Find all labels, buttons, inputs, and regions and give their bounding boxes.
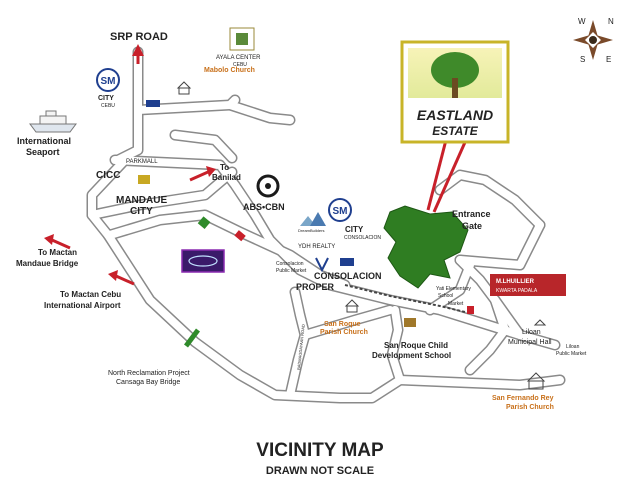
cansaga-bridge-marker	[184, 328, 200, 348]
sm-logo-text: SM	[101, 76, 116, 87]
nightlife-logo	[181, 249, 225, 273]
label-cicc: CICC	[96, 170, 120, 181]
label-dream-builders: DreamBuilders	[298, 228, 324, 233]
ayala-center-icon	[229, 27, 255, 51]
highway-marking	[344, 284, 466, 313]
sm-city-consolacion-logo: SM	[328, 198, 352, 222]
compass-w: W	[578, 17, 586, 26]
label-airport-1: To Mactan Cebu	[60, 290, 121, 299]
label-badmagdayaan: BADMAGDAYAAN ROAD	[296, 324, 306, 370]
bridge-arrow-icon	[44, 234, 71, 250]
label-to-banilad-2: Banilad	[212, 173, 241, 182]
estate-logo: EASTLAND ESTATE	[400, 40, 510, 144]
estate-pointer	[426, 139, 468, 213]
label-mactan-bridge-2: Mandaue Bridge	[16, 259, 79, 268]
label-consolacion-market-2: Public Market	[276, 268, 307, 274]
label-seaport-2: Seaport	[26, 147, 60, 157]
mlhuillier-logo: M.LHUILLIER KWARTA PADALA	[490, 274, 566, 296]
liloan-hall-icon	[533, 319, 547, 326]
school-marker	[404, 318, 416, 327]
label-mandaue-2: CITY	[130, 206, 153, 217]
kwarta-padala-text: KWARTA PADALA	[496, 288, 538, 294]
ship-icon	[29, 110, 77, 133]
sm-consolacion-marker	[340, 258, 354, 266]
mlhuillier-marker	[467, 306, 474, 314]
label-ydh-realty: YDH REALTY	[298, 244, 335, 250]
label-north-reclamation-1: North Reclamation Project	[108, 370, 190, 377]
label-consolacion-proper-1: CONSOLACION	[314, 271, 382, 281]
map-subtitle: DRAWN NOT SCALE	[266, 465, 374, 477]
label-ayala-center: AYALA CENTER	[216, 55, 261, 61]
tree-icon	[431, 52, 479, 88]
label-parkmall: PARKMALL	[126, 159, 158, 165]
label-liloan-market-2: Public Market	[556, 351, 587, 357]
abs-cbn-logo	[256, 174, 280, 198]
ydh-pointer-icon	[315, 257, 329, 273]
label-consolacion-proper-2: PROPER	[296, 282, 335, 292]
label-sm-city-cebu-sub: CEBU	[101, 103, 115, 109]
compass-e: E	[606, 55, 611, 64]
sm-logo-text-2: SM	[333, 206, 348, 217]
label-sm-city-consolacion-sub: CONSOLACION	[344, 235, 381, 241]
label-liloan-market-1: Liloan	[566, 344, 580, 350]
label-yati-2: School	[438, 293, 453, 299]
label-to-banilad-1: To	[220, 163, 229, 172]
banilad-arrow-icon	[189, 166, 216, 182]
sm-cebu-marker	[146, 100, 160, 107]
label-san-roque-school-2: Development School	[372, 351, 451, 360]
label-abs-cbn: ABS•CBN	[243, 202, 285, 212]
san-fernando-church-icon	[526, 372, 546, 390]
label-mactan-bridge-1: To Mactan	[38, 248, 77, 257]
label-consolacion-market-1: Consolacion	[276, 261, 304, 267]
label-sm-city-cebu: CITY	[98, 95, 114, 102]
label-north-reclamation-2: Cansaga Bay Bridge	[116, 379, 180, 386]
parkmall-marker	[138, 175, 150, 184]
ydh-realty-logo	[300, 212, 326, 226]
label-san-fernando-2: Parish Church	[506, 404, 554, 411]
estate-logo-line2: ESTATE	[432, 124, 479, 138]
label-airport-2: International Airport	[44, 301, 121, 310]
san-roque-church-icon	[344, 299, 360, 313]
estate-parcel	[383, 205, 469, 289]
sm-city-cebu-logo: SM	[96, 68, 120, 92]
compass-s: S	[580, 55, 585, 64]
srp-road-arrow-icon	[132, 44, 144, 64]
label-mabolo-church: Mabolo Church	[204, 67, 255, 74]
compass-n: N	[608, 17, 614, 26]
label-liloan-hall-2: Municipal Hall	[508, 339, 552, 346]
abs-cbn-marker	[234, 230, 246, 242]
label-san-roque-school-1: San Roque Child	[384, 341, 448, 350]
label-market: Market	[448, 301, 464, 307]
label-seaport-1: International	[17, 136, 71, 146]
estate-logo-line1: EASTLAND	[417, 107, 493, 123]
label-sm-city-consolacion: CITY	[345, 225, 364, 234]
label-yati-1: Yati Elementary	[436, 286, 471, 292]
mlhuillier-text: M.LHUILLIER	[496, 279, 535, 285]
mandaue-marker	[197, 216, 211, 230]
label-ayala-cebu: CEBU	[233, 62, 247, 68]
label-entrance-gate-1: Entrance	[452, 209, 491, 219]
label-entrance-gate-2: Gate	[462, 221, 482, 231]
label-san-roque-church-2: Parish Church	[320, 329, 368, 336]
compass-icon: W E S N	[573, 17, 614, 64]
church-icon	[176, 81, 192, 95]
airport-arrow-icon	[108, 270, 135, 286]
label-mandaue-1: MANDAUE	[116, 195, 167, 206]
map-title: VICINITY MAP	[256, 440, 384, 461]
label-san-roque-church-1: San Roque	[324, 321, 361, 328]
label-liloan-hall-1: Liloan	[522, 329, 541, 336]
label-srp-road: SRP ROAD	[110, 31, 168, 43]
label-san-fernando-1: San Fernando Rey	[492, 395, 554, 402]
